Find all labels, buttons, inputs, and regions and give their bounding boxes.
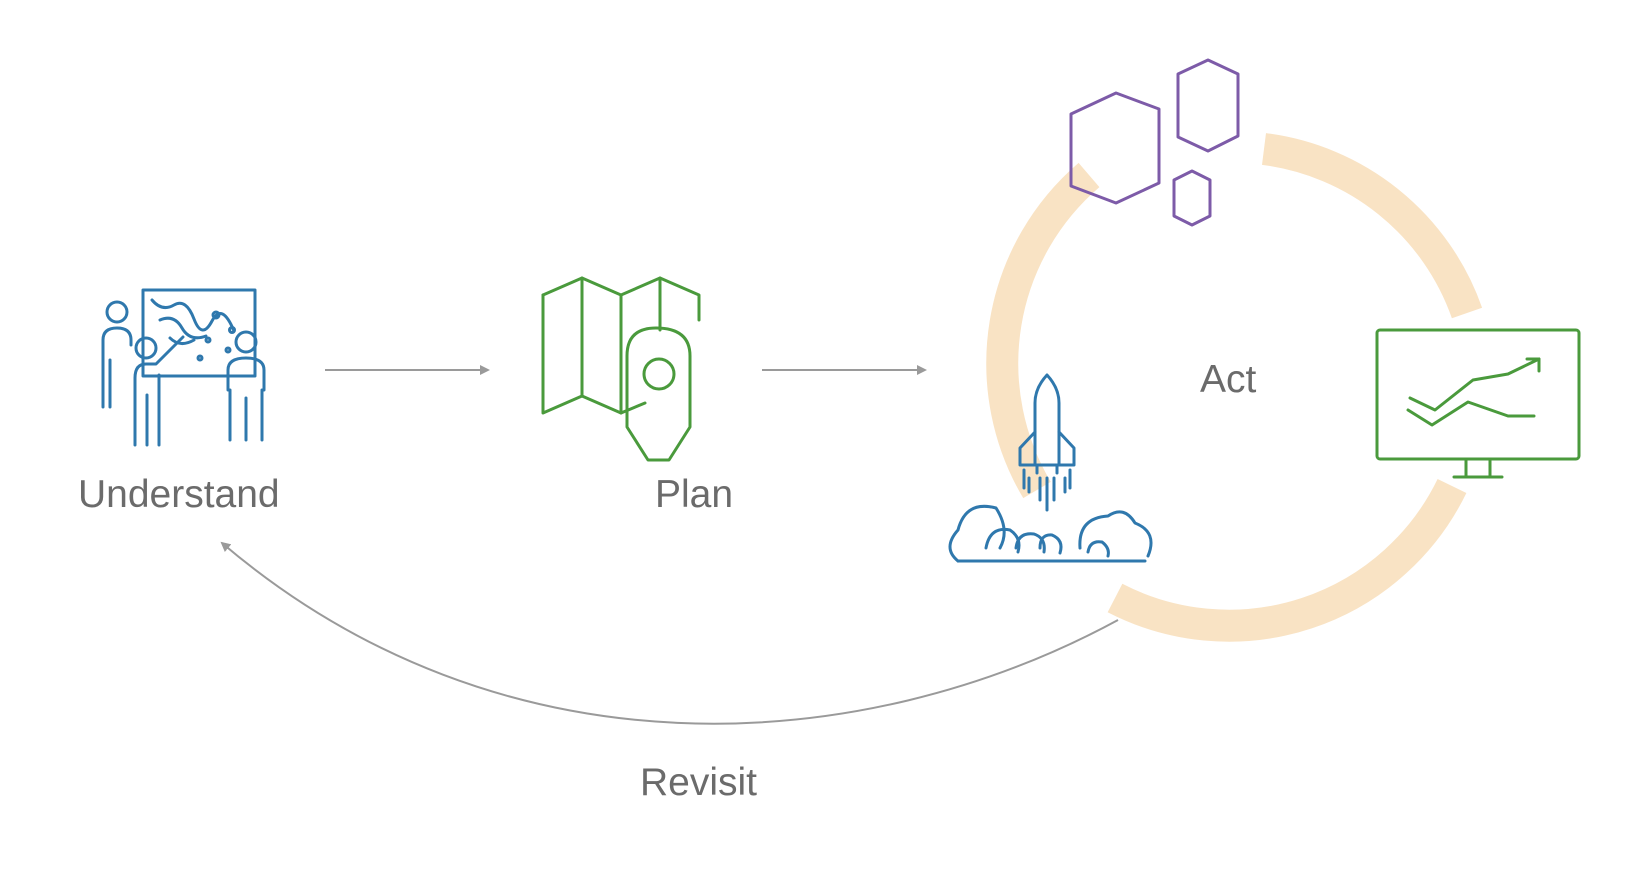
- cycle-ring-segment-bottom: [1107, 478, 1467, 642]
- label-act: Act: [1200, 358, 1257, 401]
- hexagon-cluster-icon: [1069, 58, 1240, 227]
- label-plan: Plan: [655, 473, 734, 516]
- label-revisit: Revisit: [640, 761, 758, 804]
- cycle-ring-segment-left: [986, 162, 1100, 499]
- cycle-ring-segment-top-right: [1261, 133, 1483, 319]
- rocket-launch-icon: [948, 373, 1153, 563]
- act-cycle-ring: [986, 133, 1483, 642]
- arrow-revisit: [220, 541, 1119, 725]
- people-at-whiteboard-icon: [101, 288, 266, 447]
- map-with-location-pin-icon: [541, 276, 701, 462]
- monitor-trend-chart-icon: [1375, 328, 1581, 479]
- label-understand: Understand: [78, 473, 280, 516]
